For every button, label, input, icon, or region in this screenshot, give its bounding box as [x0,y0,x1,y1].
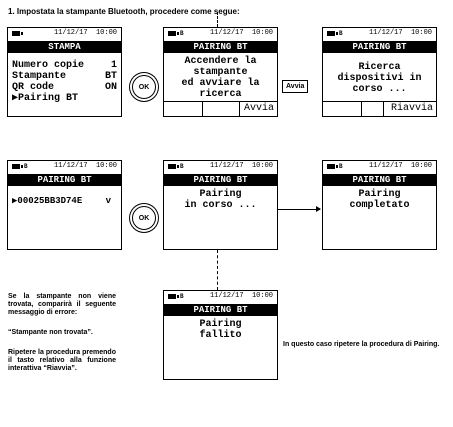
ok-button[interactable]: OK [132,206,156,230]
screen-message: Accendere la stampante ed avviare la ric… [181,56,260,100]
bluetooth-icon: B [339,30,343,37]
note-retry-pairing: In questo caso ripetere la procedura di … [283,341,440,348]
connector-line [217,12,218,27]
screen-pairing-start: B 11/12/17 10:00 PAIRING BT Accendere la… [163,27,278,117]
screen-title: STAMPA [8,41,121,53]
battery-icon [12,31,23,36]
softkey-riavvia[interactable]: Riavvia [390,103,433,114]
note-retry: Ripetere la procedura premendo il tasto … [8,349,116,372]
datetime: 11/12/17 10:00 [368,29,432,37]
screen-message: Ricerca dispositivi in corso ... [337,62,422,95]
screen-title: PAIRING BT [323,41,436,53]
datetime: 11/12/17 10:00 [209,292,273,300]
status-bar: B 11/12/17 10:00 [8,161,121,174]
avvia-button[interactable]: Avvia [282,80,309,93]
screen-device-list: B 11/12/17 10:00 PAIRING BT ▶00025BB3D74… [7,160,122,250]
arrow-right [278,206,321,212]
status-bar: B 11/12/17 10:00 [164,28,277,41]
note-not-found: Se la stampante non viene trovata, compa… [8,293,116,316]
datetime: 11/12/17 10:00 [53,162,117,170]
battery-icon [168,31,179,36]
ok-button[interactable]: OK [132,75,156,99]
status-bar: B 11/12/17 10:00 [323,161,436,174]
screen-pairing-failed: B 11/12/17 10:00 PAIRING BT Pairing fall… [163,290,278,380]
menu-item-pairing-bt[interactable]: ▶Pairing BT [12,93,79,104]
bluetooth-icon: B [339,163,343,170]
battery-icon [168,294,179,299]
bluetooth-icon: B [180,163,184,170]
status-bar: B 11/12/17 10:00 [164,161,277,174]
note-error-message: “Stampante non trovata”. [8,329,93,336]
battery-icon [168,164,179,169]
bluetooth-icon: B [24,163,28,170]
screen-title: PAIRING BT [323,174,436,186]
softkey-bar: Riavvia [323,101,436,116]
softkey-avvia[interactable]: Avvia [243,103,274,114]
status-bar: B 11/12/17 10:00 [323,28,436,41]
battery-icon [327,164,338,169]
datetime: 11/12/17 10:00 [368,162,432,170]
screen-title: PAIRING BT [164,41,277,53]
screen-ricerca: B 11/12/17 10:00 PAIRING BT Ricerca disp… [322,27,437,117]
status-bar: B 11/12/17 10:00 [164,291,277,304]
screen-message: Pairing completato [349,189,410,211]
instruction-heading: 1. Impostata la stampante Bluetooth, pro… [8,7,240,16]
screen-title: PAIRING BT [164,174,277,186]
softkey-bar: Avvia [164,101,277,116]
bluetooth-icon: B [180,30,184,37]
screen-pairing-ok: B 11/12/17 10:00 PAIRING BT Pairing comp… [322,160,437,250]
connector-line [217,250,218,290]
screen-pairing-progress: B 11/12/17 10:00 PAIRING BT Pairing in c… [163,160,278,250]
screen-title: PAIRING BT [8,174,121,186]
screen-title: PAIRING BT [164,304,277,316]
screen-message: Pairing in corso ... [184,189,257,211]
datetime: 11/12/17 10:00 [209,162,273,170]
battery-icon [12,164,23,169]
status-bar: 11/12/17 10:00 [8,28,121,41]
battery-icon [327,31,338,36]
bluetooth-icon: B [180,293,184,300]
datetime: 11/12/17 10:00 [53,29,117,37]
screen-message: Pairing fallito [199,319,242,341]
datetime: 11/12/17 10:00 [209,29,273,37]
